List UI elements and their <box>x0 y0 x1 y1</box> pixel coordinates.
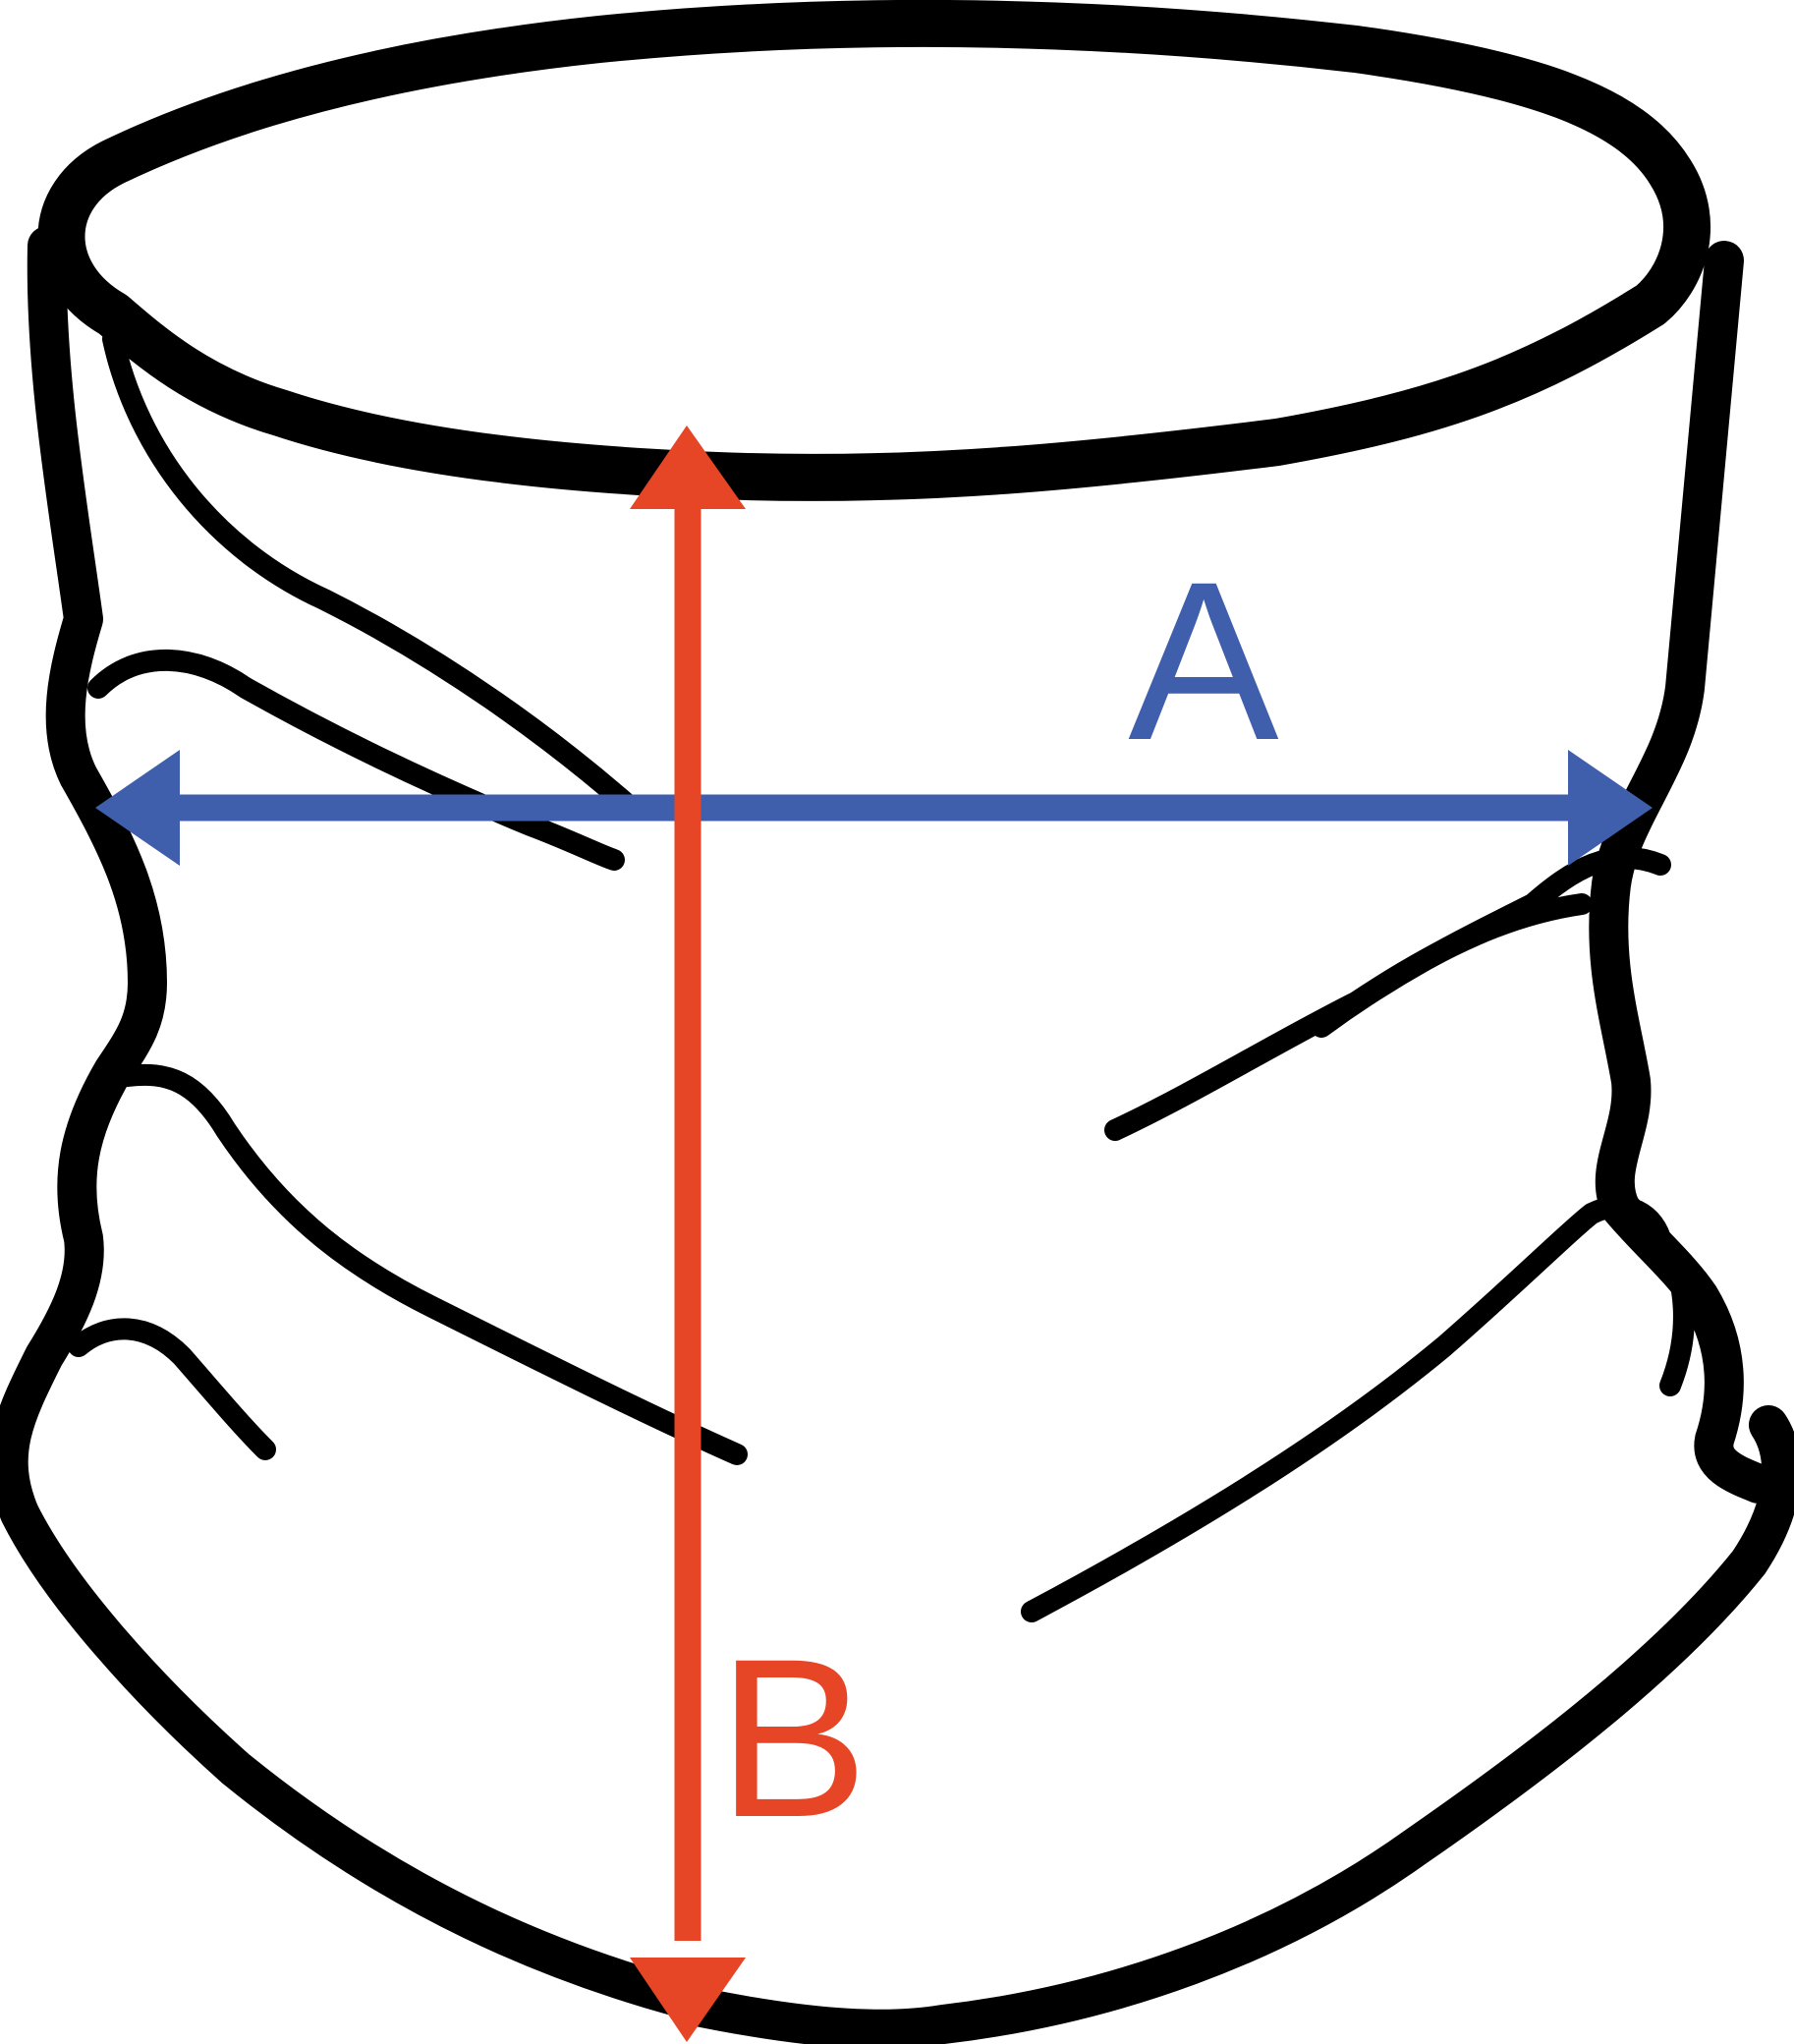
left-middle-crease <box>117 1063 748 1465</box>
right-lower-crease <box>1021 1196 1671 1622</box>
left-lower-crease <box>68 1318 276 1460</box>
right-middle-fold <box>1311 846 1671 1038</box>
right-side-outline <box>1589 241 1778 1504</box>
bottom-hem-outline <box>668 1405 1794 2044</box>
dimension-a-left-arrowhead <box>95 750 180 866</box>
top-opening-outline <box>37 0 1710 501</box>
dimension-a-label: A <box>1128 535 1278 787</box>
dimension-b-label: B <box>717 1612 868 1864</box>
dimension-a-arrow <box>95 750 1653 866</box>
left-upper-crease <box>87 649 625 871</box>
dimension-a-right-arrowhead <box>1568 750 1653 866</box>
left-side-outline <box>0 226 727 2024</box>
right-hem-crease <box>1650 1227 1695 1396</box>
dimension-b-bottom-arrowhead <box>630 1958 746 2042</box>
dimension-b-arrow <box>630 426 746 2042</box>
dimension-b-top-arrowhead <box>630 426 746 509</box>
upper-fold-line <box>102 328 640 817</box>
